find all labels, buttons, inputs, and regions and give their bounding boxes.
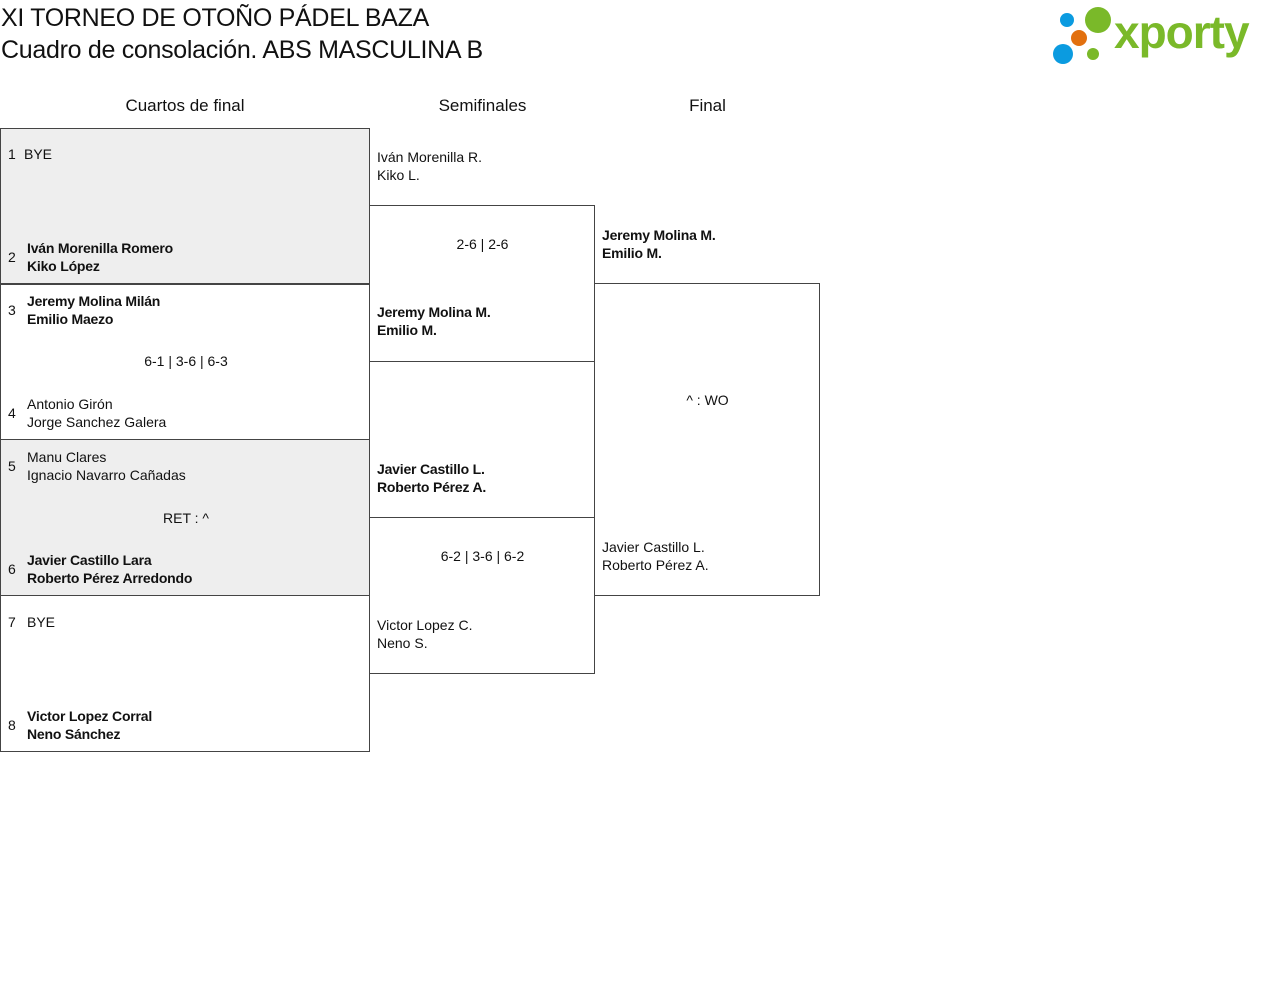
match-score: RET : ^ bbox=[163, 510, 209, 526]
match-score: 2-6 | 2-6 bbox=[456, 236, 509, 252]
match-score: 6-1 | 3-6 | 6-3 bbox=[144, 353, 228, 369]
round-header-qf: Cuartos de final bbox=[125, 96, 245, 115]
seed: 6 bbox=[8, 561, 16, 577]
seed: 3 bbox=[8, 302, 16, 318]
seed: 4 bbox=[8, 405, 16, 421]
match-score: 6-2 | 3-6 | 6-2 bbox=[440, 548, 525, 564]
seed: 5 bbox=[8, 458, 16, 474]
sf-match-2: 6-2 | 3-6 | 6-2 Victor Lopez C.Neno S. bbox=[369, 517, 595, 674]
seed: 7 bbox=[8, 614, 16, 630]
sf1-team-a: Iván Morenilla R.Kiko L. bbox=[377, 149, 483, 183]
sf2-team-a-winner: Javier Castillo L.Roberto Pérez A. bbox=[377, 461, 487, 495]
logo-dots-icon bbox=[1053, 7, 1111, 64]
xporty-logo[interactable]: xporty bbox=[1050, 4, 1278, 66]
team: BYE bbox=[24, 146, 53, 162]
logo-text: xporty bbox=[1114, 6, 1250, 58]
seed: 1 bbox=[8, 146, 16, 162]
sf2-team-b: Victor Lopez C.Neno S. bbox=[377, 617, 473, 651]
seed: 8 bbox=[8, 717, 16, 733]
final-team-b: Javier Castillo L.Roberto Pérez A. bbox=[602, 539, 709, 573]
round-header-final: Final bbox=[689, 96, 726, 115]
seed: 2 bbox=[8, 249, 16, 265]
tournament-title: XI TORNEO DE OTOÑO PÁDEL BAZA bbox=[1, 4, 429, 32]
final-match: ^ : WO Javier Castillo L.Roberto Pérez A… bbox=[594, 283, 820, 596]
final-team-a-winner: Jeremy Molina M.Emilio M. bbox=[602, 227, 716, 261]
draw-subtitle: Cuadro de consolación. ABS MASCULINA B bbox=[1, 36, 483, 64]
sf1-team-b-winner: Jeremy Molina M.Emilio M. bbox=[377, 304, 491, 338]
team: BYE bbox=[27, 614, 56, 630]
round-header-sf: Semifinales bbox=[438, 96, 527, 115]
match-score: ^ : WO bbox=[686, 392, 729, 408]
sf-match-1: 2-6 | 2-6 Jeremy Molina M.Emilio M. bbox=[369, 205, 595, 362]
